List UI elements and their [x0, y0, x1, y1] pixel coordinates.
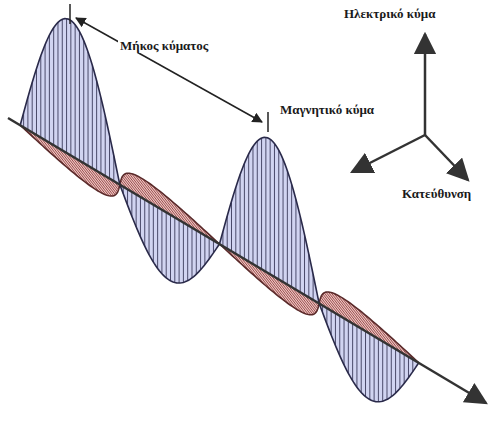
electric-hatch — [32, 82, 33, 132]
electric-hatch — [257, 141, 258, 266]
electric-wave — [20, 19, 419, 402]
electric-hatch — [96, 81, 97, 171]
electric-outline — [20, 19, 120, 185]
magnetic-direction-arrow — [352, 135, 425, 172]
electric-hatch — [144, 199, 145, 246]
electric-hatch — [348, 321, 349, 374]
electric-hatch — [295, 199, 296, 289]
electric-hatch — [344, 318, 345, 365]
electric-hatch — [339, 316, 340, 356]
electric-hatch — [209, 238, 210, 259]
electric-hatch — [79, 32, 80, 161]
electric-hatch — [131, 192, 132, 216]
propagation-direction-arrow — [425, 135, 468, 180]
electric-hatch — [196, 230, 197, 274]
electric-hatch — [40, 56, 41, 138]
electric-hatch — [136, 194, 137, 226]
electric-hatch — [166, 212, 167, 278]
electric-hatch — [45, 45, 46, 140]
wave-label: Μαγνητικό κύμα — [278, 102, 376, 117]
electric-hatch — [157, 207, 158, 268]
electric-hatch — [62, 19, 63, 150]
electric-hatch — [109, 135, 110, 178]
electric-outline — [219, 137, 319, 303]
electric-hatch — [70, 21, 71, 156]
electric-hatch — [105, 116, 106, 176]
electric-hatch — [240, 175, 241, 257]
electric-hatch — [66, 19, 67, 153]
electric-hatch — [179, 220, 180, 283]
electric-hatch — [352, 323, 353, 380]
electric-hatch — [265, 137, 266, 271]
electric-hatch — [231, 201, 232, 251]
wavelength-arrow — [76, 18, 262, 122]
electric-hatch — [308, 254, 309, 297]
wavelength-tick — [267, 112, 269, 132]
electric-hatch — [27, 97, 28, 130]
electric-hatch — [183, 223, 184, 283]
electric-hatch — [174, 217, 175, 282]
electric-hatch — [244, 163, 245, 258]
electric-lobe — [20, 19, 120, 185]
electric-hatch — [283, 159, 284, 282]
electric-hatch — [100, 98, 101, 174]
electric-lobe — [219, 137, 319, 303]
electric-hatch — [92, 65, 93, 168]
electric-hatch — [88, 52, 89, 166]
electric-hatch — [395, 349, 396, 393]
electric-hatch — [287, 171, 288, 285]
electric-hatch — [391, 346, 392, 396]
electric-direction-arrow — [424, 34, 427, 135]
electric-hatch — [49, 35, 50, 142]
electric-hatch — [365, 331, 366, 397]
electric-hatch — [369, 334, 370, 400]
electric-hatch — [170, 215, 171, 281]
wave-label: Μήκος κύματος — [118, 38, 210, 53]
electric-hatch — [200, 233, 201, 270]
electric-hatch — [149, 202, 150, 255]
electric-hatch — [227, 216, 228, 249]
electric-hatch — [53, 28, 54, 146]
electric-hatch — [75, 25, 76, 158]
electric-hatch — [140, 197, 141, 237]
electric-hatch — [399, 351, 400, 388]
electric-hatch — [291, 184, 292, 287]
electric-hatch — [278, 150, 279, 279]
electric-hatch — [274, 144, 275, 277]
electric-hatch — [386, 344, 387, 400]
electric-hatch — [191, 228, 192, 278]
electric-hatch — [153, 205, 154, 262]
electric-hatch — [378, 339, 379, 402]
electric-hatch — [36, 69, 37, 135]
electric-hatch — [374, 336, 375, 401]
electric-hatch — [187, 225, 188, 281]
electric-hatch — [335, 313, 336, 345]
electric-hatch — [252, 146, 253, 264]
electric-hatch — [304, 235, 305, 295]
electric-hatch — [404, 354, 405, 383]
electric-hatch — [261, 138, 262, 269]
electric-hatch — [270, 139, 271, 274]
electric-hatch — [356, 326, 357, 387]
electric-hatch — [331, 311, 332, 335]
electric-hatch — [382, 341, 383, 401]
wave-label: Κατεύθυνση — [400, 186, 473, 201]
wave-label: Ηλεκτρικό κύμα — [342, 6, 437, 21]
electric-hatch — [161, 210, 162, 274]
electric-hatch — [235, 187, 236, 253]
electric-hatch — [83, 41, 84, 164]
electric-hatch — [300, 216, 301, 292]
electric-hatch — [361, 328, 362, 392]
electric-hatch — [57, 22, 58, 147]
electric-hatch — [204, 235, 205, 264]
axis-line — [8, 118, 486, 403]
wavelength-tick — [69, 4, 71, 24]
propagation-axis — [8, 118, 486, 403]
electric-hatch — [248, 154, 249, 261]
electric-hatch — [408, 357, 409, 378]
